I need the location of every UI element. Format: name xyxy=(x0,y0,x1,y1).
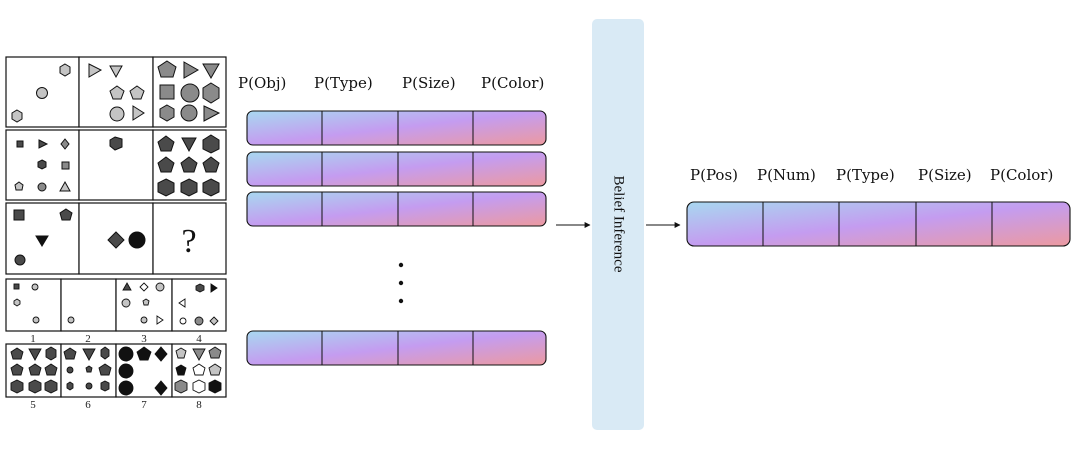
panel-header-color: P(Color) xyxy=(990,166,1053,184)
object-header: P(Obj) P(Type) P(Size) P(Color) xyxy=(238,74,544,92)
hexagon-shape xyxy=(109,136,123,151)
object-header-obj: P(Obj) xyxy=(238,74,286,92)
pentagon-shape xyxy=(14,181,24,191)
cell-3-1-shapes xyxy=(13,208,73,266)
cell-2-3-shapes xyxy=(157,134,220,197)
hexagon-shape xyxy=(202,82,220,104)
triangle-shape xyxy=(132,105,145,121)
belief-inference-label: Belief Inference xyxy=(611,175,627,272)
hexagon-shape xyxy=(11,109,23,123)
cell-2-2-shapes xyxy=(109,136,123,151)
answer-8-shapes xyxy=(174,346,222,394)
answer-number-4: 4 xyxy=(196,333,202,345)
panel-vector xyxy=(686,201,1071,247)
triangle-shape xyxy=(59,180,71,192)
pentagon-shape xyxy=(157,60,177,78)
object-vector-3 xyxy=(246,191,547,227)
circle-shape xyxy=(180,104,198,122)
square-shape xyxy=(159,84,175,100)
diamond-shape xyxy=(107,231,125,249)
diamond-shape xyxy=(60,138,70,150)
panel-header: P(Pos) P(Num) P(Type) P(Size) P(Color) xyxy=(690,166,1053,184)
square-shape xyxy=(13,209,25,221)
square-shape xyxy=(61,161,70,170)
answer-panel xyxy=(5,278,227,398)
triangle-shape xyxy=(183,61,200,79)
question-mark: ? xyxy=(181,223,196,260)
cell-1-1-shapes xyxy=(11,63,71,123)
hexagon-shape xyxy=(37,159,47,170)
circle-shape xyxy=(180,83,200,103)
pentagon-shape xyxy=(180,156,198,173)
square-shape xyxy=(16,140,24,148)
object-vector-1 xyxy=(246,110,547,146)
belief-inference-bar xyxy=(592,19,644,430)
answer-3-shapes xyxy=(121,282,165,325)
answer-1-shapes xyxy=(13,283,40,324)
answer-numbers: 1 2 3 4 5 6 7 8 xyxy=(30,333,202,411)
hexagon-shape xyxy=(157,178,175,197)
panel-header-type: P(Type) xyxy=(836,166,895,184)
triangle-shape xyxy=(38,139,49,149)
answer-number-6: 6 xyxy=(85,399,91,411)
panel-header-size: P(Size) xyxy=(918,166,972,184)
answer-6-shapes xyxy=(63,346,112,392)
answer-number-2: 2 xyxy=(85,333,91,345)
circle-shape xyxy=(128,231,146,249)
cell-3-2-shapes xyxy=(107,231,146,249)
answer-number-3: 3 xyxy=(141,333,147,345)
hexagon-shape xyxy=(180,178,198,197)
panel-header-pos: P(Pos) xyxy=(690,166,738,184)
answer-number-1: 1 xyxy=(30,333,36,345)
circle-shape xyxy=(37,182,47,192)
circle-shape xyxy=(109,106,125,122)
pentagon-shape xyxy=(59,208,73,221)
circle-shape xyxy=(36,87,48,99)
hexagon-shape xyxy=(202,178,220,197)
answer-4-shapes xyxy=(178,283,219,326)
triangle-shape xyxy=(109,65,123,79)
object-vector-2 xyxy=(246,151,547,187)
answer-number-7: 7 xyxy=(141,399,147,411)
cell-1-3-shapes xyxy=(157,60,221,122)
answer-number-5: 5 xyxy=(30,399,36,411)
answer-number-8: 8 xyxy=(196,399,202,411)
triangle-shape xyxy=(203,105,221,122)
answer-5-shapes xyxy=(10,346,58,394)
triangle-shape xyxy=(181,137,197,153)
object-header-size: P(Size) xyxy=(402,74,456,92)
pentagon-shape xyxy=(129,85,145,100)
matrix-cell-2-2 xyxy=(78,129,154,201)
cell-1-2-shapes xyxy=(88,63,145,122)
hexagon-shape xyxy=(202,134,220,154)
pentagon-shape xyxy=(157,135,175,152)
object-header-color: P(Color) xyxy=(481,74,544,92)
ellipsis-dots xyxy=(398,262,404,304)
pentagon-shape xyxy=(109,85,125,100)
panel-header-num: P(Num) xyxy=(757,166,816,184)
circle-shape xyxy=(14,254,26,266)
pentagon-shape xyxy=(202,156,220,173)
pentagon-shape xyxy=(157,156,175,173)
object-header-type: P(Type) xyxy=(314,74,373,92)
hexagon-shape xyxy=(59,63,71,77)
triangle-shape xyxy=(202,63,220,80)
answer-2-shapes xyxy=(67,316,75,324)
answer-option-2[interactable] xyxy=(60,278,117,332)
matrix-cell-3-3 xyxy=(152,202,227,275)
cell-2-1-shapes xyxy=(14,138,71,192)
triangle-shape xyxy=(35,235,49,247)
hexagon-shape xyxy=(159,104,175,122)
object-vector-4 xyxy=(246,330,547,366)
triangle-shape xyxy=(88,63,103,78)
answer-7-shapes xyxy=(118,346,168,396)
